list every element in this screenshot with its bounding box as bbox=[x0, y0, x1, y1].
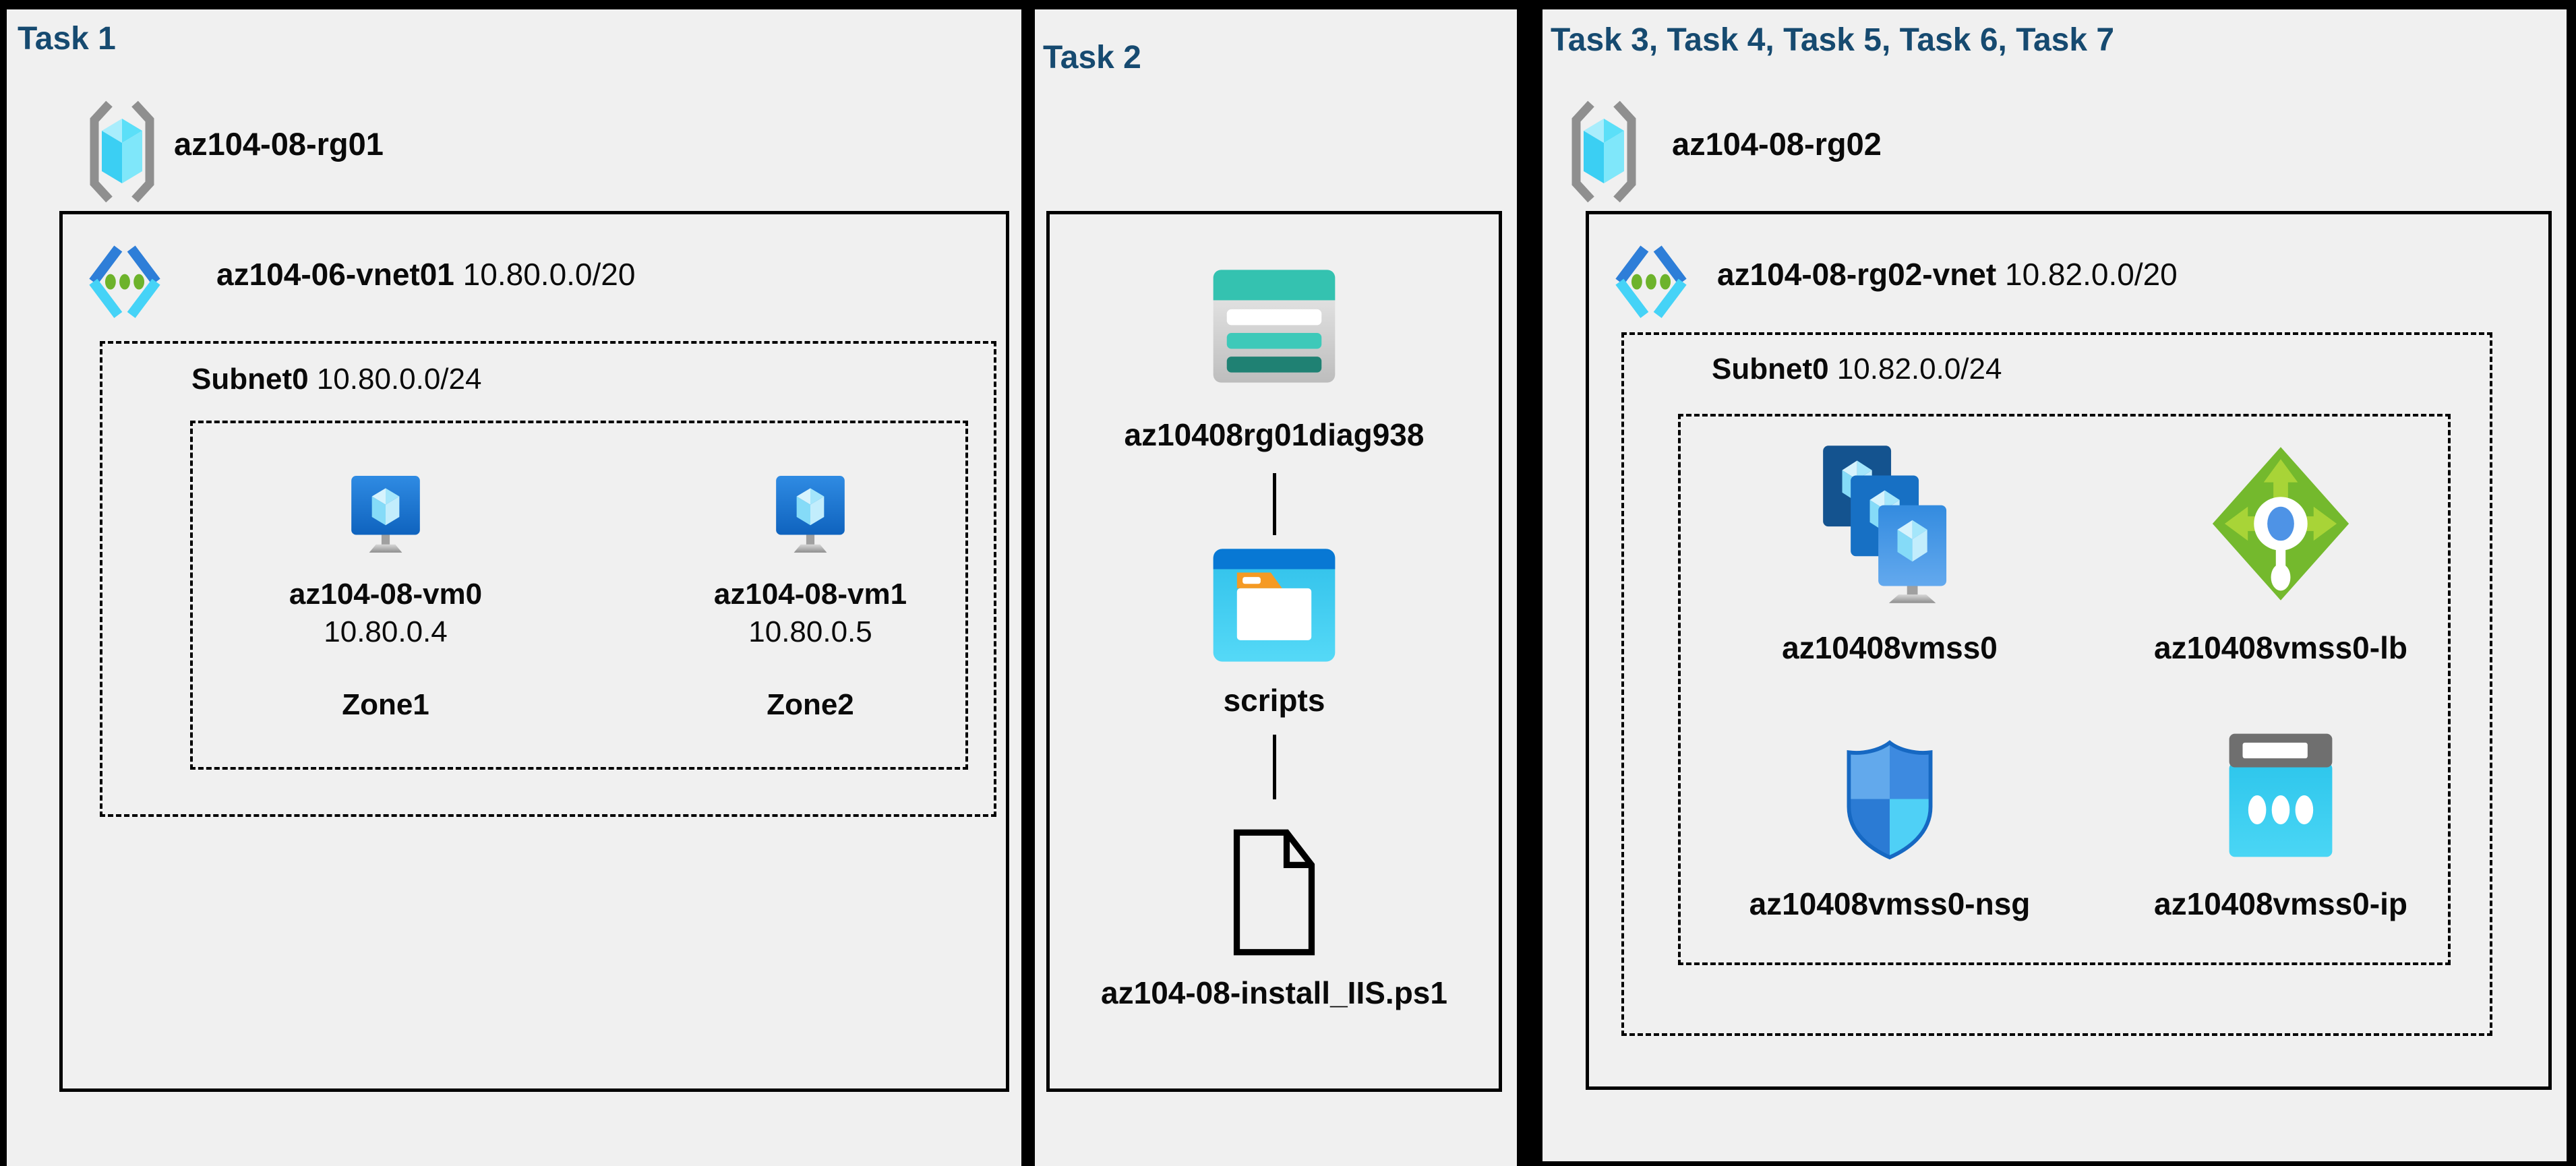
task1-zones-box: az104-08-vm0 10.80.0.4 Zone1 bbox=[190, 421, 968, 770]
task2-resource-box: az10408rg01diag938 scripts az bbox=[1046, 211, 1502, 1092]
vm-name: az104-08-vm0 bbox=[289, 578, 483, 611]
nsg-block: az10408vmss0-nsg bbox=[1721, 720, 2058, 922]
vm-zone: Zone1 bbox=[342, 688, 429, 721]
vm-name: az104-08-vm1 bbox=[713, 578, 907, 611]
subnet-name: Subnet0 bbox=[1712, 352, 1829, 386]
vnet-name: az104-06-vnet01 bbox=[216, 257, 454, 292]
resource-name: az10408vmss0 bbox=[1782, 630, 1998, 665]
network-security-group-icon bbox=[1721, 720, 2058, 861]
load-balancer-icon bbox=[2112, 437, 2449, 605]
subnet-cidr: 10.80.0.0/24 bbox=[316, 363, 482, 396]
vnet-label: az104-08-rg02-vnet 10.82.0.0/20 bbox=[1717, 256, 2178, 293]
task2-title: Task 2 bbox=[1043, 40, 1141, 75]
vnet-label: az104-06-vnet01 10.80.0.0/20 bbox=[216, 256, 635, 293]
task1-subnet-box: Subnet0 10.80.0.0/24 bbox=[100, 341, 996, 817]
vm-zone: Zone2 bbox=[767, 688, 854, 721]
task3-resource-box: az104-08-rg02-vnet 10.82.0.0/20 Subnet0 … bbox=[1586, 211, 2552, 1090]
virtual-machine-icon bbox=[350, 476, 421, 559]
vm1-block: az104-08-vm1 10.80.0.5 Zone2 bbox=[669, 474, 952, 722]
vm0-block: az104-08-vm0 10.80.0.4 Zone1 bbox=[244, 474, 527, 722]
blob-container-icon bbox=[1050, 547, 1499, 667]
vnet-cidr: 10.80.0.0/20 bbox=[462, 257, 636, 292]
task1-panel: Task 1 az104-08-rg01 bbox=[7, 9, 1021, 1166]
load-balancer-block: az10408vmss0-lb bbox=[2112, 437, 2449, 666]
resource-group-name: az104-08-rg02 bbox=[1672, 126, 1882, 162]
vm-ip: 10.80.0.4 bbox=[324, 615, 448, 648]
vm-ip: 10.80.0.5 bbox=[748, 615, 872, 648]
task1-resource-box: az104-06-vnet01 10.80.0.0/20 Subnet0 10.… bbox=[59, 211, 1009, 1092]
resource-group-name: az104-08-rg01 bbox=[174, 126, 384, 162]
task3-resources-box: az10408vmss0 bbox=[1678, 414, 2451, 965]
subnet-name: Subnet0 bbox=[191, 363, 309, 396]
vmss-block: az10408vmss0 bbox=[1721, 437, 2058, 666]
subnet-label: Subnet0 10.80.0.0/24 bbox=[191, 363, 481, 396]
vnet-cidr: 10.82.0.0/20 bbox=[2004, 257, 2178, 292]
subnet-cidr: 10.82.0.0/24 bbox=[1836, 352, 2002, 386]
script-file-name: az104-08-install_IIS.ps1 bbox=[1101, 975, 1447, 1010]
storage-account-icon bbox=[1050, 268, 1499, 388]
task2-panel: Task 2 az10408rg01diag938 bbox=[1035, 9, 1517, 1166]
public-ip-block: az10408vmss0-ip bbox=[2112, 720, 2449, 922]
resource-name: az10408vmss0-ip bbox=[2154, 886, 2407, 921]
vm-scale-set-icon bbox=[1721, 437, 2058, 605]
resource-name: az10408vmss0-nsg bbox=[1749, 886, 2031, 921]
resource-name: az10408vmss0-lb bbox=[2154, 630, 2407, 665]
connector-line bbox=[1273, 735, 1276, 799]
storage-account-name: az10408rg01diag938 bbox=[1124, 417, 1425, 452]
subnet-label: Subnet0 10.82.0.0/24 bbox=[1712, 352, 2002, 386]
task3-subnet-box: Subnet0 10.82.0.0/24 bbox=[1621, 332, 2492, 1036]
container-name: scripts bbox=[1223, 683, 1325, 718]
connector-line bbox=[1273, 473, 1276, 535]
task1-title: Task 1 bbox=[18, 21, 116, 57]
vnet-name: az104-08-rg02-vnet bbox=[1717, 257, 1997, 292]
script-file-icon bbox=[1050, 826, 1499, 962]
public-ip-icon bbox=[2112, 720, 2449, 861]
virtual-machine-icon bbox=[775, 476, 846, 559]
task3-7-panel: Task 3, Task 4, Task 5, Task 6, Task 7 a… bbox=[1542, 9, 2567, 1161]
task3-7-title: Task 3, Task 4, Task 5, Task 6, Task 7 bbox=[1551, 22, 2115, 58]
